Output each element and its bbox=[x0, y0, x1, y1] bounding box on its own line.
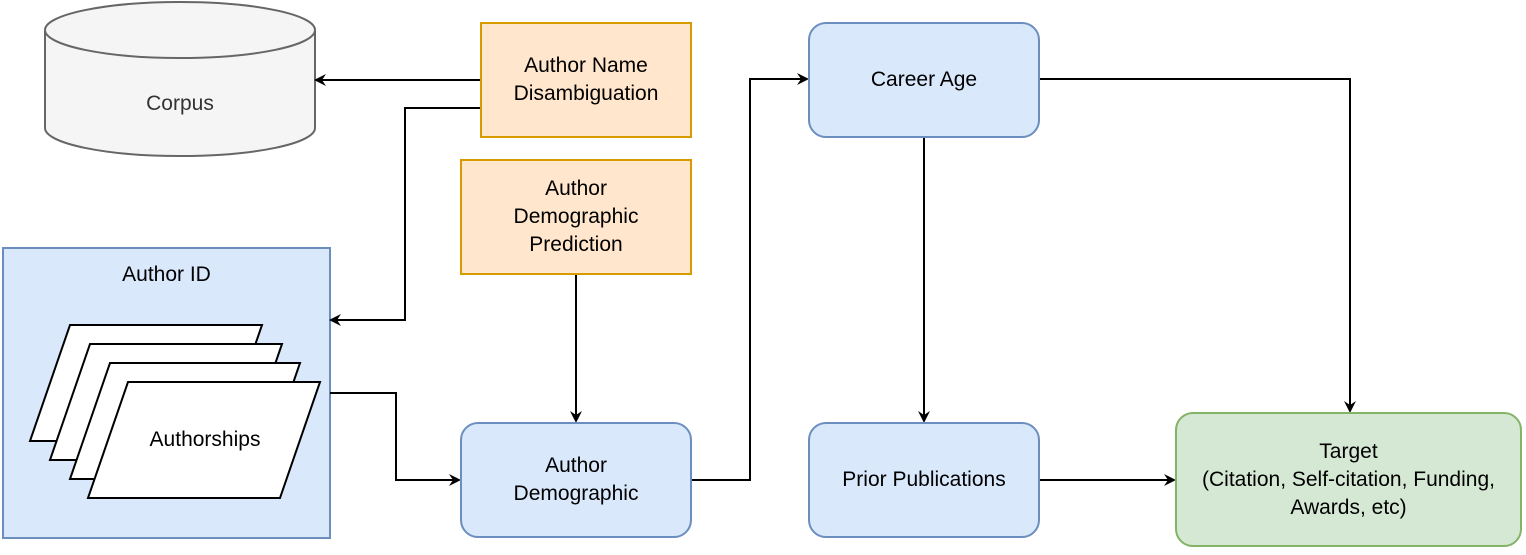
authorships-stack bbox=[28, 324, 322, 499]
career-age-node: Career Age bbox=[808, 22, 1040, 138]
prior-publications-node: Prior Publications bbox=[808, 422, 1040, 538]
target-node: Target (Citation, Self-citation, Funding… bbox=[1175, 412, 1522, 547]
author-demographic-prediction-node: Author Demographic Prediction bbox=[460, 159, 692, 275]
authorships-label: Authorships bbox=[149, 428, 261, 451]
edge-career-age-to-target bbox=[1040, 78, 1356, 413]
author-name-disambiguation-node: Author Name Disambiguation bbox=[480, 22, 692, 138]
author-demographic-node: Author Demographic bbox=[460, 422, 692, 538]
corpus-label: Corpus bbox=[146, 92, 214, 115]
edge-demographic-to-career-age bbox=[692, 73, 809, 481]
author-id-label: Author ID bbox=[122, 263, 211, 286]
edge-author-id-to-demographic bbox=[330, 392, 461, 486]
corpus-cylinder bbox=[44, 1, 316, 157]
edge-disambiguation-to-author-id bbox=[329, 107, 480, 326]
